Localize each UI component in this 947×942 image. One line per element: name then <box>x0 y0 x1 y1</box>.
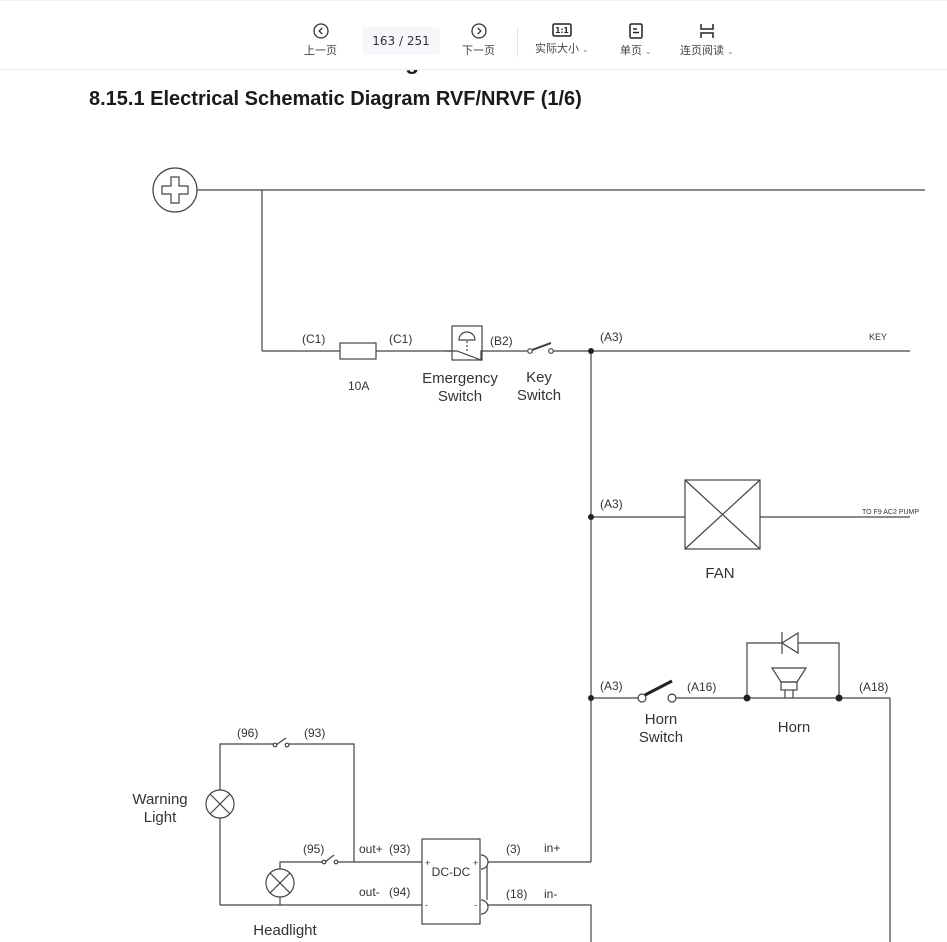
wire-jumper <box>480 899 489 915</box>
fuse-icon <box>339 342 377 360</box>
horn-switch-contact <box>637 693 647 703</box>
dcdc-minus-left: - <box>425 900 428 910</box>
warning-switch-blade <box>275 737 287 746</box>
positive-terminal-icon <box>152 167 198 213</box>
single-page-icon <box>629 23 643 39</box>
dcdc-plus-left: + <box>425 858 430 868</box>
fuse-pin-left-label: (C1) <box>302 332 325 346</box>
continuous-page-icon <box>700 24 714 38</box>
horn-switch-label-2: Switch <box>639 729 683 746</box>
actual-size-button[interactable]: 1:1 实际大小⌄ <box>535 23 589 56</box>
key-switch-label-2: Switch <box>517 387 561 404</box>
prev-page-button[interactable]: 上一页 <box>304 23 337 58</box>
in-minus-pin-label: (18) <box>506 887 527 901</box>
diode-icon <box>780 631 799 655</box>
junction-dot <box>835 694 843 702</box>
chevron-down-icon: ⌄ <box>582 45 589 54</box>
emergency-switch-label-2: Switch <box>438 388 482 405</box>
horn-switch-pin-out-label: (A16) <box>687 680 716 694</box>
out-plus-label: out+ <box>359 842 383 856</box>
warning-pin-left-label: (96) <box>237 726 258 740</box>
out-plus-pin-label: (93) <box>389 842 410 856</box>
lamp-cross <box>209 793 231 815</box>
continuous-reading-button[interactable]: 连页阅读⌄ <box>680 23 734 58</box>
key-switch-contact <box>527 348 533 354</box>
fan-label: FAN <box>705 565 734 582</box>
dcdc-converter-icon <box>421 838 481 925</box>
warning-light-label-1: Warning <box>132 791 187 808</box>
warning-light-label-2: Light <box>144 809 177 826</box>
emergency-switch-pin-label: (B2) <box>490 334 513 348</box>
horn-switch-label-1: Horn <box>645 711 678 728</box>
mushroom-button <box>458 331 476 341</box>
headlight-pin-label: (95) <box>303 842 324 856</box>
horn-pin-out-label: (A18) <box>859 680 888 694</box>
key-destination-label: KEY <box>869 332 887 342</box>
in-plus-label: in+ <box>544 841 560 855</box>
junction-dot <box>588 695 594 701</box>
warning-pin-right-label: (93) <box>304 726 325 740</box>
horn-switch-blade <box>644 679 673 697</box>
key-node-pin-label: (A3) <box>600 330 623 344</box>
headlight-switch-contact <box>333 859 339 865</box>
chevron-down-icon: ⌄ <box>645 47 652 56</box>
actual-size-label: 实际大小 <box>535 42 579 55</box>
single-page-label: 单页 <box>620 44 642 57</box>
continuous-reading-label: 连页阅读 <box>680 44 724 57</box>
in-plus-pin-label: (3) <box>506 842 521 856</box>
junction-dot <box>588 514 594 520</box>
pdf-toolbar: 上一页 163 / 251 下一页 1:1 实际大小⌄ 单页⌄ 连页阅读⌄ <box>0 0 947 70</box>
junction-dot <box>588 348 594 354</box>
in-minus-label: in- <box>544 887 557 901</box>
prev-page-label: 上一页 <box>304 44 337 57</box>
emergency-switch-icon <box>451 325 483 361</box>
dcdc-label: DC-DC <box>432 865 471 879</box>
single-page-button[interactable]: 单页⌄ <box>620 23 652 58</box>
chevron-right-circle-icon <box>470 23 487 39</box>
junction-dots <box>588 348 843 702</box>
warning-wire <box>219 743 274 790</box>
fan-pin-label: (A3) <box>600 497 623 511</box>
plus-symbol <box>161 176 189 204</box>
lamp-cross <box>269 872 291 894</box>
emergency-switch-label-1: Emergency <box>422 370 498 387</box>
headlight-wire <box>279 861 322 869</box>
next-page-label: 下一页 <box>462 44 495 57</box>
key-switch-contact <box>548 348 554 354</box>
horn-label: Horn <box>778 719 811 736</box>
fan-cross <box>684 479 761 550</box>
fuse-rating-label: 10A <box>348 379 369 393</box>
section-heading: 8.15.1 Electrical Schematic Diagram RVF/… <box>89 88 582 110</box>
horn-icon <box>770 667 808 683</box>
in-minus-wire <box>488 904 592 942</box>
dcdc-plus-right: + <box>473 858 478 868</box>
next-page-button[interactable]: 下一页 <box>462 23 495 58</box>
warning-switch-contact <box>284 742 290 748</box>
page-number-input[interactable]: 163 / 251 <box>362 27 440 55</box>
actual-size-icon: 1:1 <box>552 23 572 37</box>
horn-switch-contact <box>667 693 677 703</box>
out-minus-label: out- <box>359 885 380 899</box>
junction-dot <box>743 694 751 702</box>
chevron-left-circle-icon <box>312 23 329 39</box>
fan-icon <box>684 479 761 550</box>
warning-wire <box>289 743 355 862</box>
horn-switch-pin-in-label: (A3) <box>600 679 623 693</box>
toolbar-divider <box>517 27 518 57</box>
key-switch-label-1: Key <box>526 369 552 386</box>
key-switch-blade <box>531 342 552 351</box>
switch-contact <box>445 350 489 361</box>
actual-size-icon-text: 1:1 <box>555 26 568 35</box>
horn-base <box>780 681 798 691</box>
out-minus-pin-label: (94) <box>389 885 410 899</box>
headlight-switch-blade <box>324 854 335 863</box>
headlight-label: Headlight <box>253 922 317 939</box>
fuse-pin-right-label: (C1) <box>389 332 412 346</box>
chevron-down-icon: ⌄ <box>727 47 734 56</box>
fan-destination-label: TO F9 AC2 PUMP <box>862 509 919 516</box>
dcdc-minus-right: - <box>474 900 477 910</box>
